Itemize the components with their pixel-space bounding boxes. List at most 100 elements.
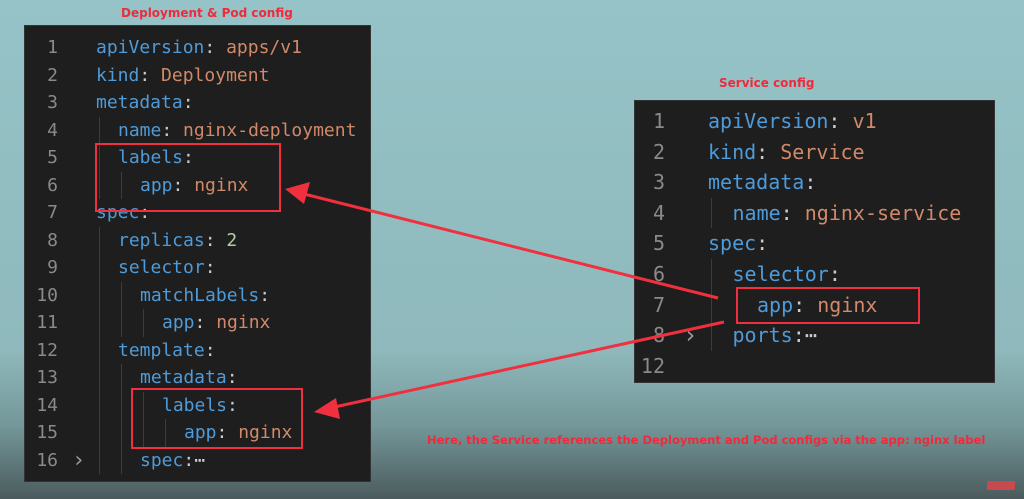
indent-guide — [121, 281, 122, 309]
indent-guide — [99, 116, 100, 144]
line-number: 15 — [36, 422, 58, 443]
line-number: 7 — [47, 202, 58, 223]
folded-ellipsis[interactable]: ⋯ — [804, 323, 817, 348]
yaml-key: ports — [732, 323, 793, 348]
indent-guide — [121, 391, 122, 419]
line-number: 16 — [36, 449, 58, 471]
highlight-box-template-labels — [131, 388, 303, 449]
folded-ellipsis[interactable]: ⋯ — [194, 449, 206, 471]
yaml-key: spec — [140, 449, 184, 471]
arrow-to-template-labels — [329, 320, 725, 410]
indent-guide — [711, 320, 712, 351]
code-line: 13 metadata: — [25, 364, 370, 392]
yaml-value: nginx — [194, 174, 249, 196]
yaml-value: nginx — [238, 422, 293, 443]
indent-guide — [99, 391, 100, 419]
line-number: 4 — [47, 119, 58, 141]
code-text: app: nginx — [162, 312, 271, 333]
code-text: metadata: — [140, 367, 238, 388]
yaml-key: replicas — [118, 229, 205, 251]
code-line: 6 selector: — [635, 259, 994, 290]
code-text: metadata: — [708, 170, 817, 195]
yaml-key: labels — [162, 394, 228, 416]
arrowhead-icon — [285, 182, 310, 204]
indent-guide — [99, 254, 100, 282]
code-line: 4 name: nginx-deployment — [25, 116, 370, 144]
code-line: 3 metadata: — [25, 89, 370, 117]
yaml-key: kind — [96, 64, 140, 86]
yaml-key: apiVersion — [708, 109, 829, 133]
code-text: selector: — [732, 262, 841, 286]
code-line: 16 › spec:⋯ — [25, 446, 370, 474]
line-number: 14 — [36, 394, 58, 416]
code-text: kind: Service — [708, 139, 865, 164]
line-number: 5 — [47, 147, 58, 168]
indent-guide — [711, 197, 712, 229]
indent-guide — [121, 419, 122, 447]
highlight-box-service-selector — [736, 287, 920, 324]
indent-guide — [121, 171, 122, 199]
line-number: 6 — [652, 262, 665, 286]
code-text: name: nginx-deployment — [118, 119, 357, 141]
code-text: metadata: — [96, 92, 194, 113]
line-number: 8 — [47, 229, 58, 251]
yaml-key: spec — [708, 231, 757, 256]
yaml-value: v1 — [852, 109, 877, 133]
yaml-key: matchLabels — [140, 284, 260, 306]
yaml-key: labels — [118, 147, 184, 168]
yaml-value: apps/v1 — [226, 37, 302, 58]
yaml-key: metadata — [708, 170, 805, 195]
indent-guide — [99, 446, 100, 474]
code-line: 1 apiVersion: apps/v1 — [25, 34, 370, 62]
indent-guide — [99, 226, 100, 254]
code-text: selector: — [118, 257, 216, 278]
line-number: 10 — [36, 284, 58, 306]
subscribe-badge[interactable] — [987, 481, 1015, 490]
line-number: 7 — [652, 292, 665, 317]
fold-chevron-icon[interactable]: › — [72, 447, 86, 473]
yaml-key: selector — [732, 262, 829, 286]
line-number: 4 — [652, 200, 665, 225]
line-number: 3 — [652, 170, 665, 195]
line-number: 1 — [47, 37, 58, 58]
arrow-to-deployment-labels — [299, 191, 719, 300]
indent-guide — [121, 309, 122, 337]
indent-guide — [99, 309, 100, 337]
line-number: 12 — [36, 339, 58, 361]
indent-guide — [99, 281, 100, 309]
code-text: apiVersion: apps/v1 — [96, 37, 302, 58]
code-text: spec: — [708, 231, 769, 256]
line-number: 2 — [652, 139, 665, 164]
line-number: 3 — [47, 92, 58, 113]
indent-guide — [143, 419, 144, 447]
deployment-caption: Deployment & Pod config — [121, 6, 293, 20]
yaml-key: template — [118, 339, 205, 361]
code-text: apiVersion: v1 — [708, 109, 877, 133]
yaml-key: app — [757, 292, 794, 317]
indent-guide — [99, 171, 100, 199]
line-number: 2 — [47, 64, 58, 86]
yaml-value: nginx — [817, 292, 878, 317]
yaml-key: app — [184, 422, 217, 443]
code-text: spec:⋯ — [140, 449, 206, 471]
indent-guide — [143, 391, 144, 419]
line-number: 12 — [640, 353, 665, 378]
indent-guide — [99, 419, 100, 447]
code-text: app: nginx — [757, 292, 878, 317]
yaml-key: metadata — [140, 367, 227, 388]
indent-guide — [99, 364, 100, 392]
line-number: 13 — [36, 367, 58, 388]
code-text: ports:⋯ — [732, 323, 817, 348]
yaml-key: name — [118, 119, 162, 141]
